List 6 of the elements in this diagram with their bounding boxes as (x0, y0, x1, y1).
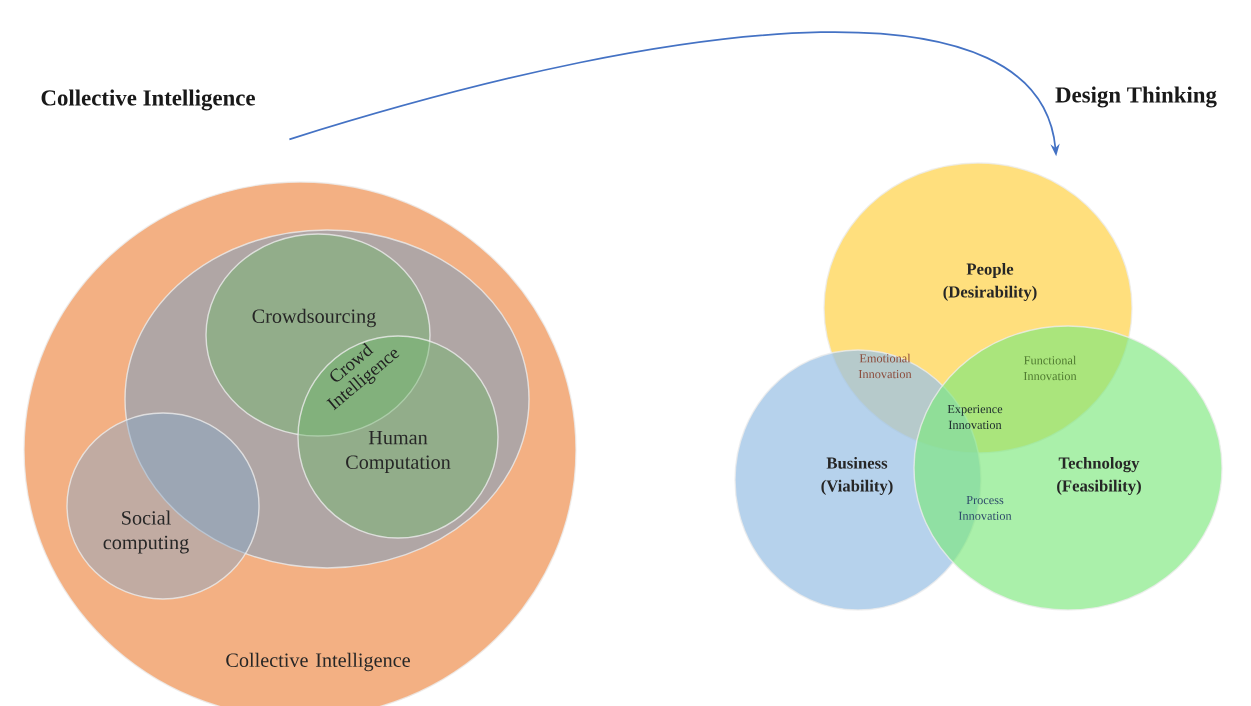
region-label: Emotional Innovation (858, 353, 912, 379)
heading: Design Thinking (1055, 86, 1217, 108)
region-label: Functional Innovation (1023, 355, 1077, 381)
region-label: Experience Innovation (947, 404, 1003, 429)
region-label: Process Innovation (958, 496, 1012, 520)
heading: Collective Intelligence (41, 89, 255, 111)
